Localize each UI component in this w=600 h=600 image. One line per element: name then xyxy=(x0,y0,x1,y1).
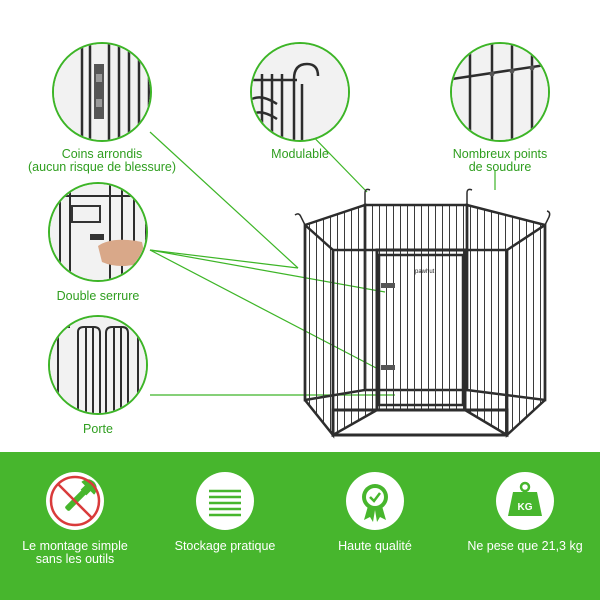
welds-label: Nombreux points de soudure xyxy=(452,147,548,174)
pen-brand-mark: pawhut xyxy=(415,269,435,275)
quality-medal-icon xyxy=(346,472,404,530)
feature-weight: KG Ne pese que 21,3 kg xyxy=(450,452,600,600)
features-band: Le montage simple sans les outils Stocka… xyxy=(0,452,600,600)
welds-detail-image xyxy=(450,42,550,142)
kg-icon-text: KG xyxy=(518,502,533,513)
feature-no-tools-text: Le montage simple sans les outils xyxy=(22,539,128,566)
kg-weight-icon: KG xyxy=(496,472,554,530)
feature-storage: Stockage pratique xyxy=(150,452,300,600)
feature-weight-text: Ne pese que 21,3 kg xyxy=(467,539,583,553)
feature-quality: Haute qualité xyxy=(300,452,450,600)
modular-label: Modulable xyxy=(271,147,329,161)
door-label: Porte xyxy=(83,422,113,436)
feature-quality-text: Haute qualité xyxy=(338,539,412,553)
modular-detail-image xyxy=(250,42,350,142)
product-detail-area: Coins arrondis (aucun risque de blessure… xyxy=(28,42,551,439)
leader-double-lock-top xyxy=(149,249,299,269)
leader-rounded-corners xyxy=(149,131,299,269)
feature-no-tools: Le montage simple sans les outils xyxy=(0,452,150,600)
rounded-corners-label: Coins arrondis (aucun risque de blessure… xyxy=(28,147,176,174)
double-lock-detail-image xyxy=(48,182,148,282)
door-detail-image xyxy=(48,315,148,415)
feature-storage-text: Stockage pratique xyxy=(174,539,276,553)
stacked-panels-icon xyxy=(196,472,254,530)
pet-pen-image: pawhut xyxy=(294,188,551,439)
double-lock-label: Double serrure xyxy=(56,289,140,303)
no-tools-wrench-icon xyxy=(46,472,104,530)
rounded-corners-detail-image xyxy=(52,42,152,142)
